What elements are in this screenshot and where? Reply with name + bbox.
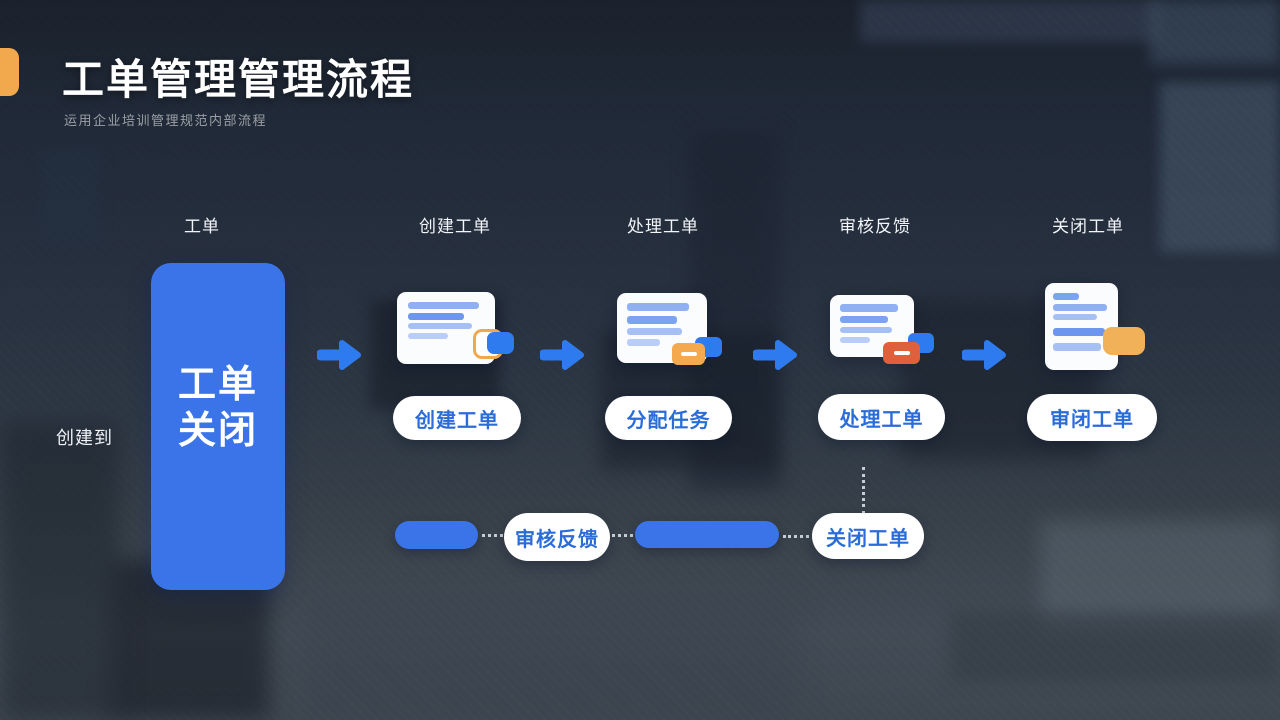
big-node-line2: 关闭 <box>177 409 258 452</box>
column-header-close: 关闭工单 <box>1052 217 1124 236</box>
doc-text-line <box>1053 304 1107 311</box>
orange-dash-badge-icon <box>672 343 705 365</box>
doc-text-line <box>627 339 660 346</box>
doc-text-line <box>840 327 892 333</box>
doc-text-line <box>840 337 870 343</box>
dotted-connector-vertical <box>862 467 865 514</box>
badge-dash-icon <box>893 351 910 355</box>
accent-tab <box>0 48 19 96</box>
work-order-lifecycle-node: 工单 关闭 <box>151 263 285 590</box>
step-pill-create: 创建工单 <box>393 396 521 440</box>
document-card-icon <box>1045 283 1145 370</box>
feedback-pill: 审核反馈 <box>504 513 610 561</box>
doc-text-line <box>840 304 898 312</box>
column-header-work-order: 工单 <box>184 217 220 236</box>
column-header-review: 审核反馈 <box>839 217 911 236</box>
connector-capsule <box>395 521 478 549</box>
slide-subtitle: 运用企业培训管理规范内部流程 <box>64 113 268 128</box>
doc-text-line <box>1053 293 1079 300</box>
flow-arrow-icon <box>962 340 1006 370</box>
column-header-create: 创建工单 <box>419 217 491 236</box>
column-header-process: 处理工单 <box>627 217 699 236</box>
flow-arrow-icon <box>540 340 584 370</box>
step-pill-assign: 分配任务 <box>605 396 732 440</box>
dotted-connector <box>612 534 633 537</box>
doc-text-line <box>408 333 448 339</box>
dotted-connector <box>482 534 503 537</box>
document-card-icon <box>617 293 722 365</box>
dotted-connector <box>783 535 809 538</box>
document-card-icon <box>830 295 934 364</box>
doc-text-line <box>627 328 682 335</box>
side-label: 创建到 <box>56 428 113 448</box>
red-dash-badge-icon <box>883 342 920 364</box>
yellow-badge-icon <box>1103 327 1145 355</box>
doc-text-line <box>1053 328 1105 336</box>
doc-text-line <box>408 313 464 320</box>
doc-text-line <box>408 323 472 329</box>
doc-text-line <box>627 316 677 324</box>
doc-text-line <box>840 316 888 323</box>
blue-badge-icon <box>487 332 514 354</box>
doc-text-line <box>627 303 689 311</box>
step-pill-close-review: 审闭工单 <box>1027 394 1157 441</box>
flow-arrow-icon <box>753 340 797 370</box>
close-pill: 关闭工单 <box>812 513 924 559</box>
doc-text-line <box>408 302 479 309</box>
slide-title: 工单管理管理流程 <box>62 56 415 103</box>
big-node-line1: 工单 <box>177 363 258 406</box>
badge-dash-icon <box>680 352 697 356</box>
step-pill-process: 处理工单 <box>818 394 945 440</box>
doc-text-line <box>1053 314 1097 320</box>
connector-capsule <box>635 521 779 548</box>
doc-text-line <box>1053 343 1101 351</box>
flow-arrow-icon <box>317 340 361 370</box>
document-card-icon <box>397 292 514 364</box>
